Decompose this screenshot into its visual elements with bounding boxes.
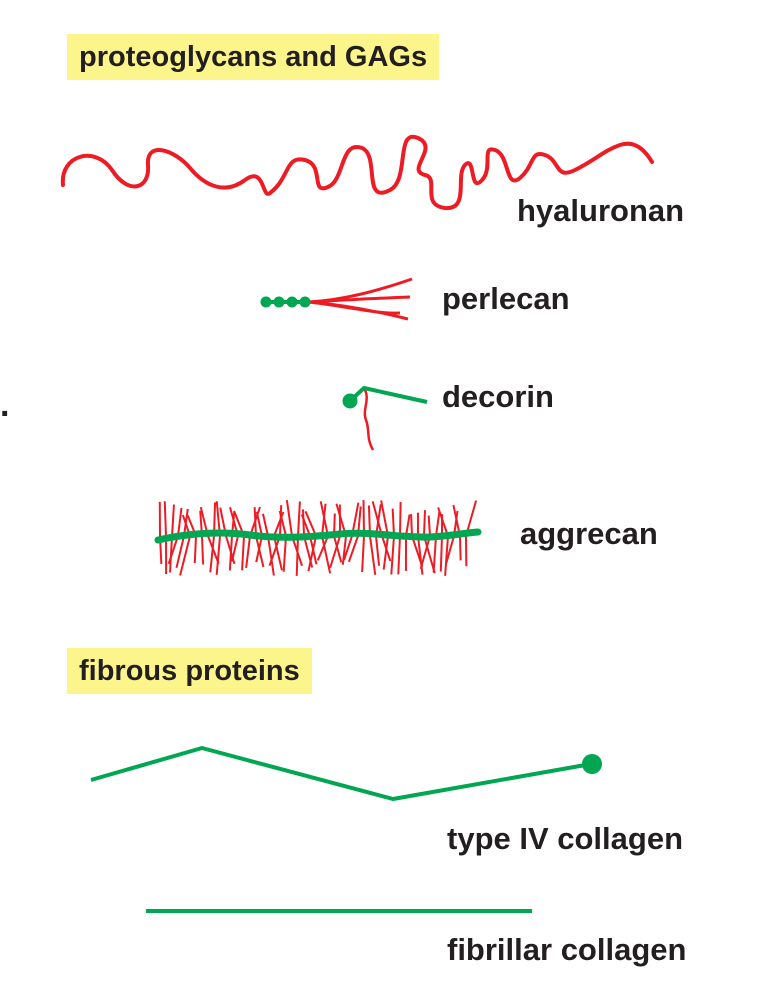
- aggrecan-bottlebrush-icon: [154, 499, 482, 576]
- label-perlecan: perlecan: [442, 281, 570, 316]
- type-iv-collagen-icon: [90, 746, 602, 801]
- decorin-icon: [342, 386, 428, 451]
- hyaluronan-coil-icon: [60, 134, 654, 210]
- label-type-iv-collagen: type IV collagen: [447, 821, 684, 856]
- label-hyaluronan: hyaluronan: [517, 193, 685, 228]
- section-heading-proteoglycans: proteoglycans and GAGs: [67, 34, 440, 80]
- label-aggrecan: aggrecan: [520, 516, 658, 551]
- label-fibrillar-collagen: fibrillar collagen: [447, 932, 687, 967]
- page-edge-mark: .: [0, 386, 10, 424]
- label-decorin: decorin: [442, 379, 554, 414]
- section-heading-fibrous-proteins: fibrous proteins: [67, 648, 312, 694]
- perlecan-icon: [260, 277, 413, 321]
